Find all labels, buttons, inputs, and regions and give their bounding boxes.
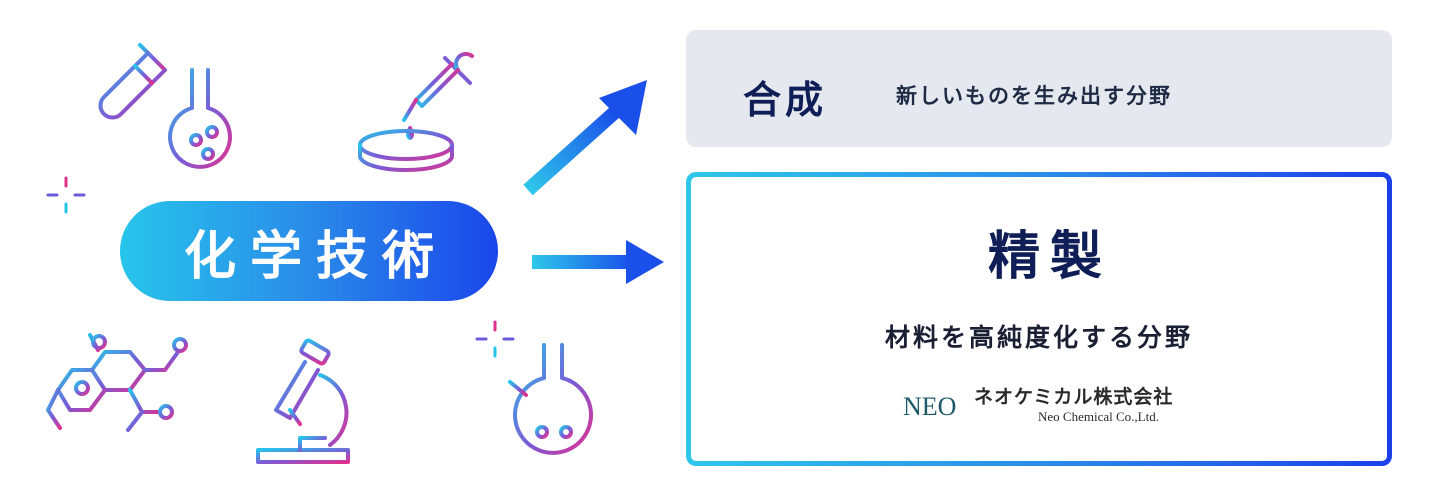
logo-mark: NEO — [903, 392, 957, 421]
molecule-icon — [46, 333, 188, 432]
flask-icon — [168, 68, 232, 169]
microscope-icon — [256, 338, 350, 464]
sparkle-icon — [475, 320, 515, 358]
arrow-icon — [532, 240, 664, 284]
refining-title: 精製 — [987, 227, 1112, 287]
synthesis-description: 新しいものを生み出す分野 — [896, 84, 1172, 108]
dropper-icon — [402, 52, 474, 140]
center-pill: 化学技術 — [120, 201, 498, 301]
refining-description: 材料を高純度化する分野 — [884, 323, 1193, 352]
sparkle-icon — [46, 176, 86, 214]
test-tube-icon — [98, 43, 167, 120]
refining-panel — [686, 172, 1392, 466]
logo-company-jp: ネオケミカル株式会社 — [974, 387, 1174, 408]
synthesis-title: 合成 — [743, 78, 828, 122]
arrow-icon — [523, 80, 647, 196]
synthesis-panel — [686, 30, 1392, 147]
round-flask-icon — [508, 343, 593, 455]
logo-company-en: Neo Chemical Co.,Ltd. — [1038, 409, 1159, 424]
petri-dish-icon — [358, 129, 454, 172]
center-label: 化学技術 — [183, 226, 448, 287]
